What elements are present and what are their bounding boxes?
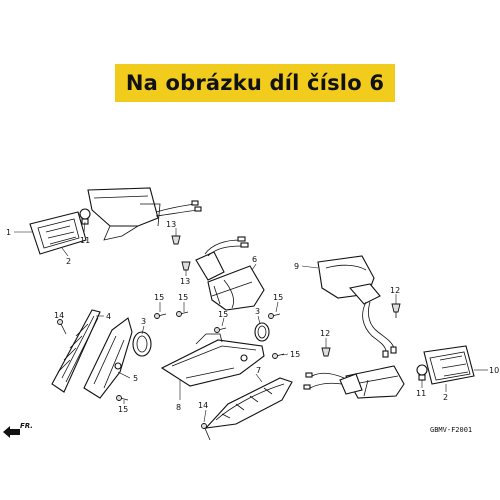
rear-right-winker-assembly	[303, 345, 475, 399]
grommet-3-left	[132, 331, 152, 357]
callout-14: 14	[54, 311, 64, 320]
callout-11: 11	[416, 389, 426, 398]
callout-15: 15	[273, 293, 283, 302]
side-cover-part-4	[51, 309, 101, 393]
diagram-code: GBMV-F2001	[430, 426, 472, 434]
callout-13: 13	[180, 277, 190, 286]
screw-15-f	[116, 395, 129, 401]
callout-15: 15	[218, 310, 228, 319]
bolt-12-lower	[321, 347, 331, 357]
side-cover-part-5	[83, 317, 133, 399]
screw-15-e	[272, 353, 285, 359]
callout-9: 9	[294, 262, 299, 271]
screw-14-left	[57, 319, 67, 335]
front-direction-indicator: FR.	[3, 422, 33, 438]
callout-15: 15	[154, 293, 164, 302]
lens-part-7	[204, 377, 293, 429]
callout-12: 12	[390, 286, 400, 295]
screw-15-c	[214, 327, 227, 333]
winker-part-6	[195, 236, 265, 311]
callout-7: 7	[256, 366, 261, 375]
winker-part-9	[317, 255, 397, 358]
callout-13: 13	[166, 220, 176, 229]
callout-11: 11	[80, 236, 90, 245]
arrow-left-icon	[3, 426, 20, 438]
leader-lines	[14, 221, 488, 423]
callout-15: 15	[178, 293, 188, 302]
screw-15-b	[176, 311, 189, 317]
callout-5: 5	[133, 374, 138, 383]
screw-14-bottom	[201, 423, 211, 441]
callout-15: 15	[118, 405, 128, 414]
callout-4: 4	[106, 312, 111, 321]
callout-2: 2	[443, 393, 448, 402]
callout-14: 14	[198, 401, 208, 410]
screw-15-d	[268, 313, 281, 319]
cover-part-8	[160, 333, 265, 387]
callout-1: 1	[6, 228, 11, 237]
callout-10: 10	[489, 366, 499, 375]
part-number-banner: Na obrázku díl číslo 6	[115, 64, 395, 102]
callout-2: 2	[66, 257, 71, 266]
callout-8: 8	[176, 403, 181, 412]
front-left-winker-assembly	[29, 187, 202, 255]
callout-6: 6	[252, 255, 257, 264]
callout-12: 12	[320, 329, 330, 338]
callout-labels: 1 2 11 13 13 6 9 12 12 14 4 15 15 3 15 3…	[6, 220, 499, 414]
bolt-13-upper	[171, 235, 181, 245]
grommet-3-right	[254, 322, 270, 342]
callout-3: 3	[255, 307, 260, 316]
direction-label: FR.	[20, 422, 33, 430]
bolt-13-lower	[181, 261, 191, 271]
banner-text: Na obrázku díl číslo 6	[125, 71, 385, 95]
bolt-12-upper	[391, 303, 401, 318]
screw-15-a	[154, 313, 167, 319]
callout-15: 15	[290, 350, 300, 359]
callout-3: 3	[141, 317, 146, 326]
